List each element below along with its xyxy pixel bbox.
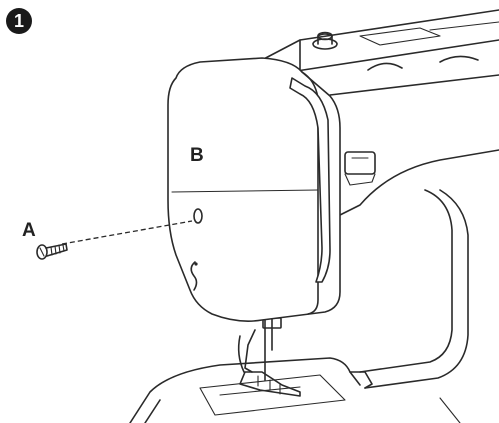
screw-callout-label: A — [22, 220, 36, 241]
face-cover — [167, 57, 341, 322]
needle-assembly — [237, 311, 301, 397]
step-badge: 1 — [6, 8, 32, 34]
screw-guide-line — [61, 220, 193, 245]
cover-callout-label: B — [190, 145, 204, 166]
thread-guide-hook — [190, 261, 198, 291]
presser-foot — [239, 371, 301, 397]
step-number: 1 — [14, 11, 24, 31]
machine-arm — [257, 9, 499, 216]
needle-plate — [199, 374, 346, 416]
machine-base — [129, 189, 469, 423]
take-up-lever-slot — [289, 77, 331, 283]
dial-knob-2 — [439, 55, 479, 63]
screw-hole — [193, 208, 203, 224]
selector-lever — [344, 151, 376, 175]
dial-knob-1 — [367, 62, 403, 71]
screw-assembly — [36, 220, 193, 260]
screw-icon — [36, 243, 68, 260]
